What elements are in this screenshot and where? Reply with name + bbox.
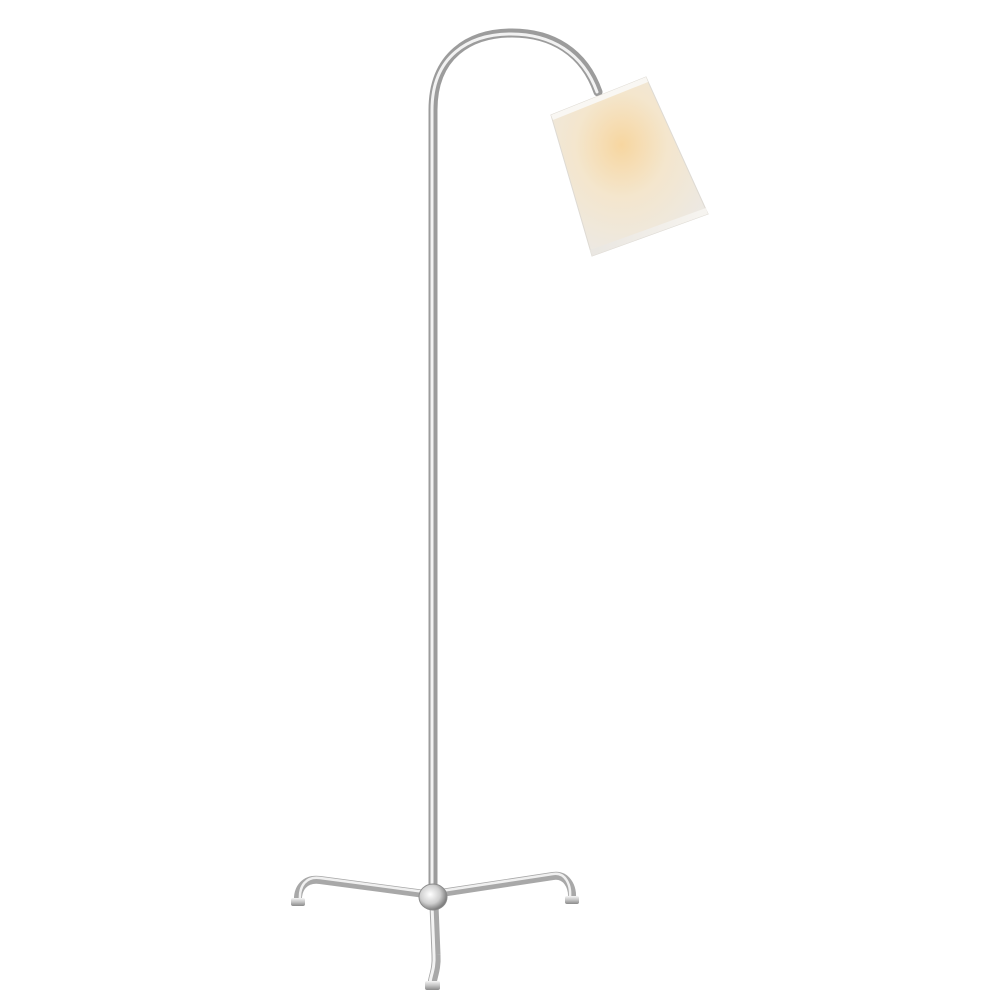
foot-front: [425, 981, 440, 990]
tripod-base: [291, 871, 579, 990]
foot-left: [291, 898, 305, 906]
tripod-hub: [418, 883, 448, 911]
lamp-shade: [550, 76, 709, 257]
lamp-pole-highlight: [430, 32, 599, 895]
foot-right: [565, 896, 579, 904]
